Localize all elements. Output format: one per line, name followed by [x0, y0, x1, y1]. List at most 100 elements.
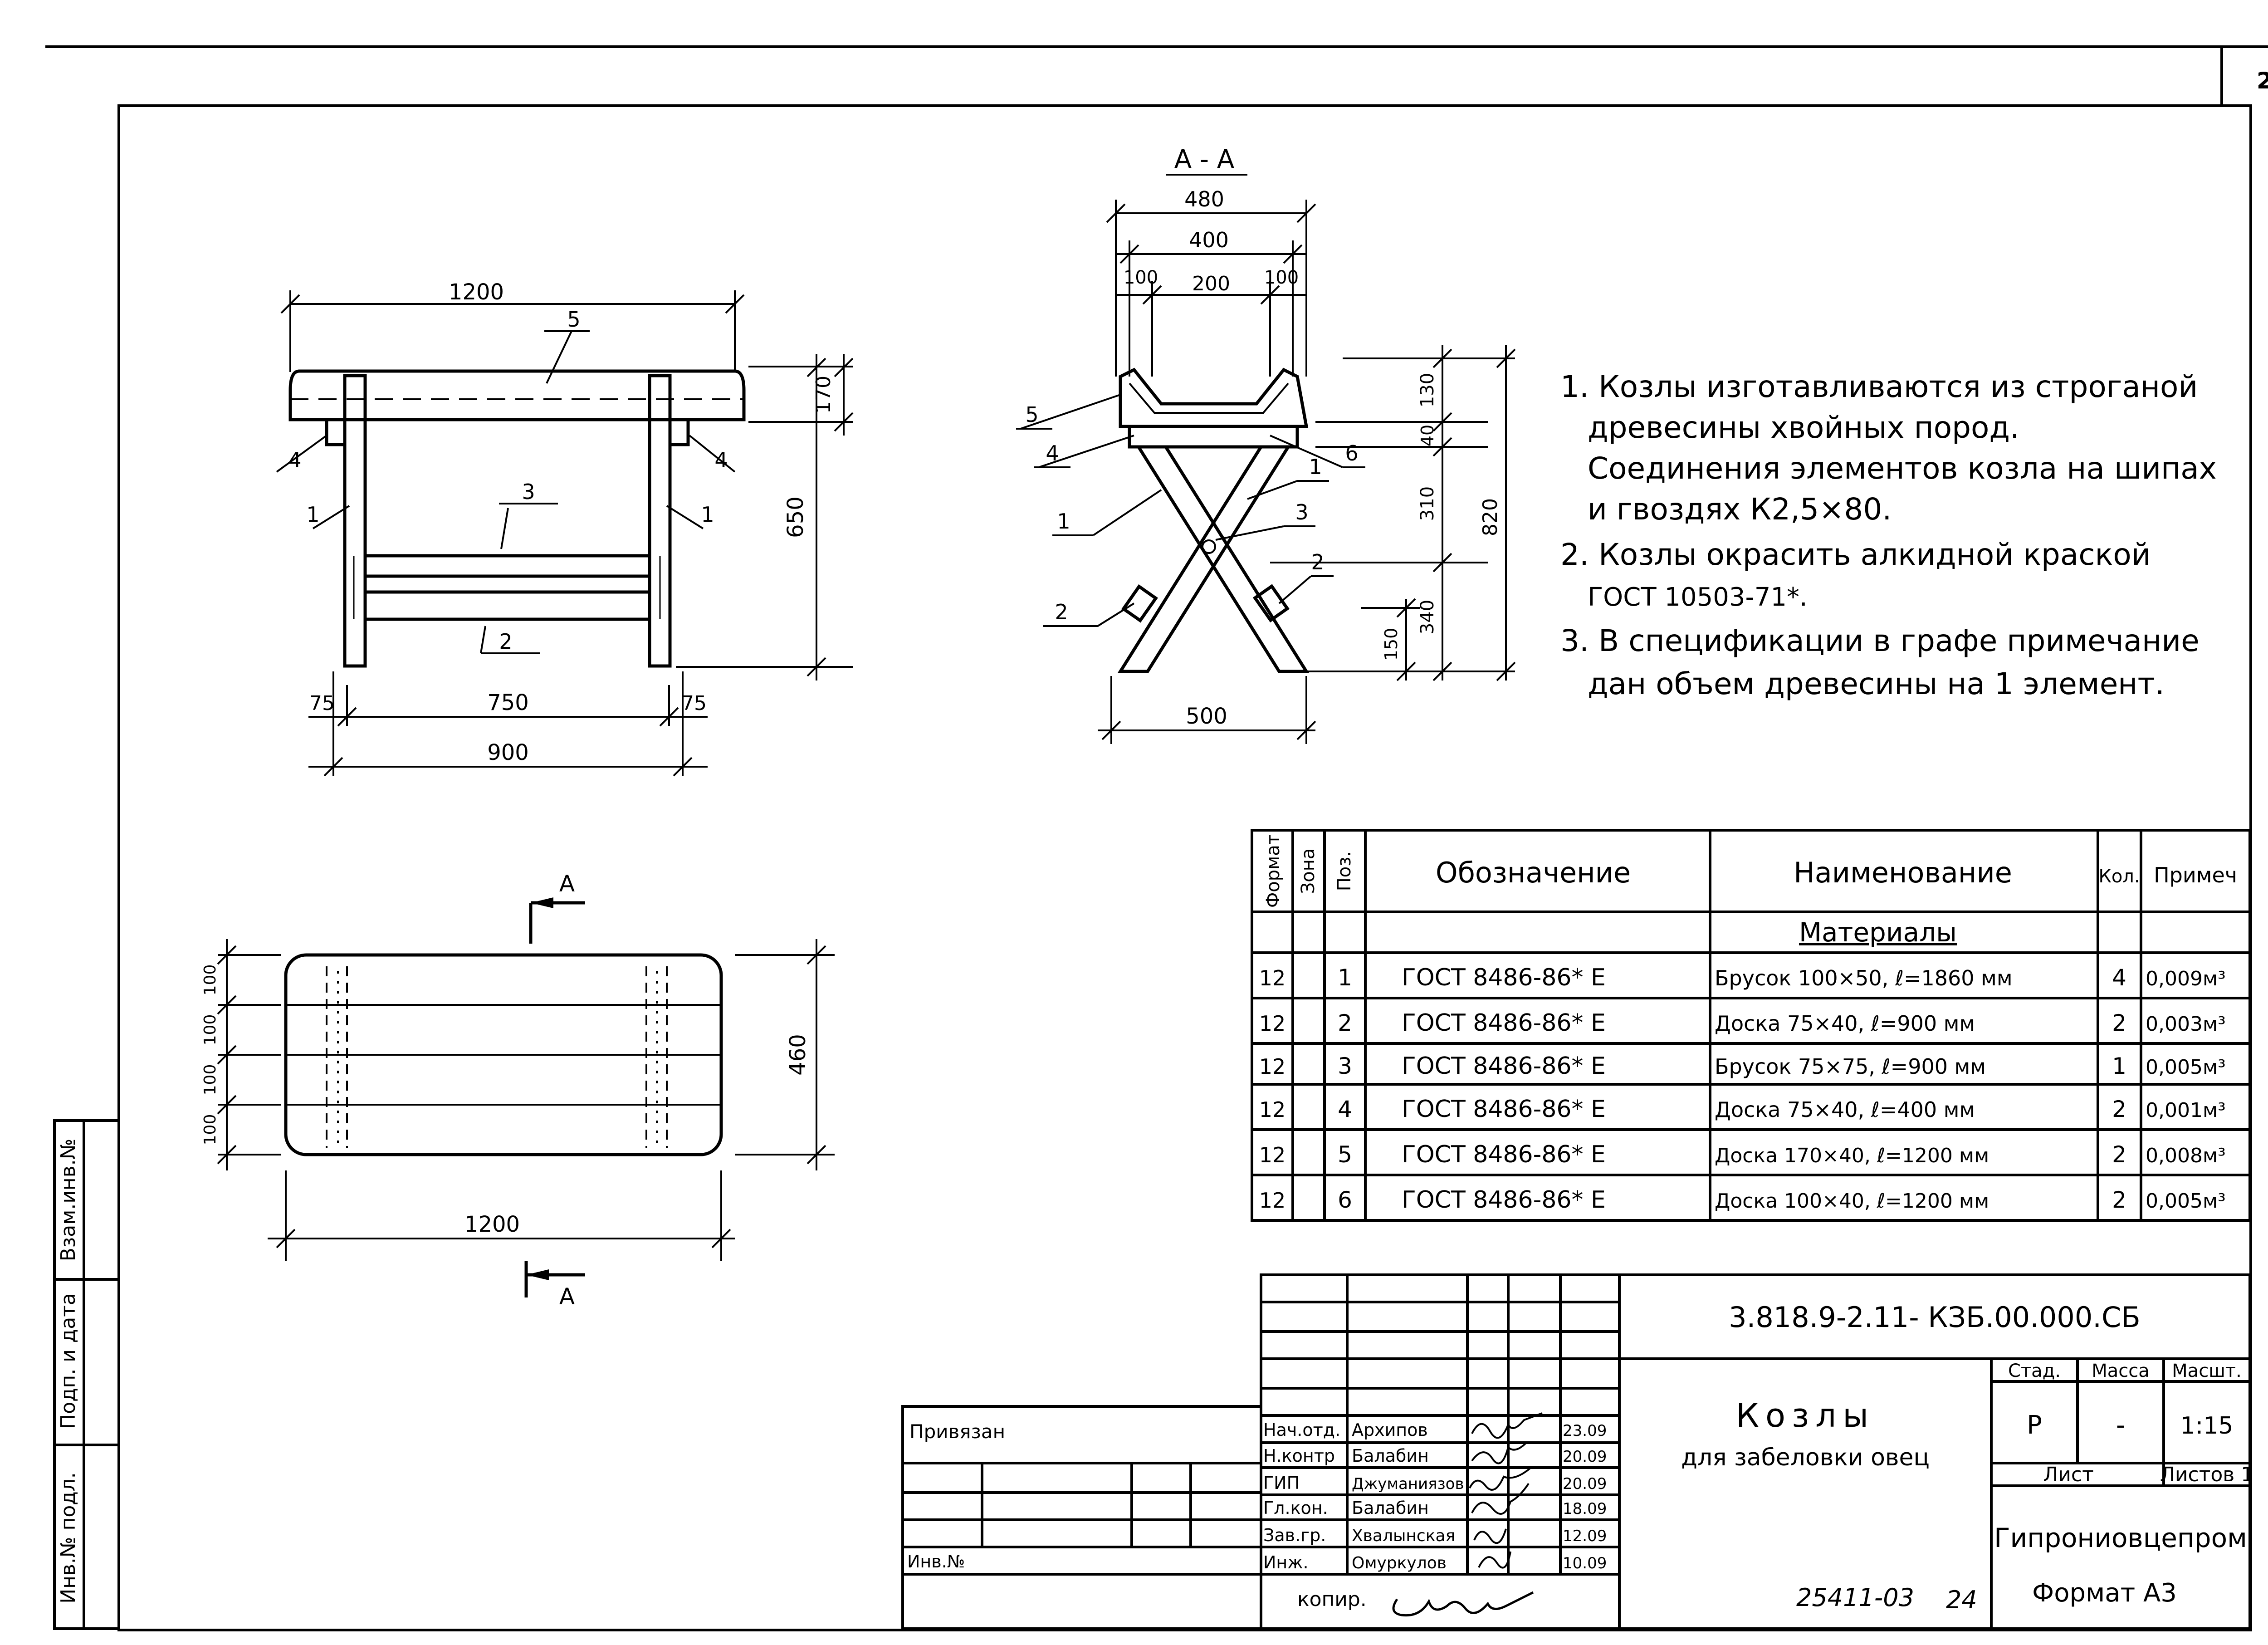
row-qty: 2	[2112, 1187, 2126, 1213]
spec-header-name: Наименование	[1794, 856, 2012, 889]
stage-value: Р	[2027, 1410, 2042, 1440]
note-line-6: ГОСТ 10503-71*.	[1588, 583, 1808, 612]
plan-board-width-1: 100	[201, 964, 220, 996]
side-stamp: Инв.№ подл. Подп. и дата Взам.инв.№	[53, 1119, 120, 1630]
table-row: 12 4 ГОСТ 8486-86* Е Доска 75×40, ℓ=400 …	[1259, 1096, 2226, 1123]
note-line-4: и гвоздях К2,5×80.	[1588, 492, 1892, 527]
section-pos-2-left: 2	[1055, 600, 1068, 624]
signature-name: Архипов	[1352, 1420, 1428, 1440]
mass-value: -	[2116, 1410, 2125, 1440]
section-pos-6: 6	[1345, 441, 1358, 465]
side-sign-label: Подп. и дата	[57, 1293, 80, 1429]
title-block: 3.818.9-2.11- КЗБ.00.000.СБ Козлы для за…	[1260, 1273, 2253, 1630]
signature-name: Хвалынская	[1352, 1527, 1455, 1545]
scale-value: 1:15	[2180, 1412, 2234, 1439]
signature-name: Омуркулов	[1352, 1554, 1447, 1572]
footer-page: 24	[1946, 1586, 1977, 1614]
spec-header-note: Примеч	[2154, 863, 2237, 887]
table-row: 12 2 ГОСТ 8486-86* Е Доска 75×40, ℓ=900 …	[1259, 1009, 2226, 1037]
row-name: Доска 170×40, ℓ=1200 мм	[1715, 1144, 1989, 1167]
row-note: 0,008м³	[2146, 1144, 2226, 1167]
row-name: Доска 100×40, ℓ=1200 мм	[1715, 1190, 1989, 1213]
section-h-310: 310	[1417, 486, 1438, 521]
scale-label: Масшт.	[2172, 1361, 2242, 1381]
title-line-1: Козлы	[1736, 1396, 1875, 1434]
row-pos: 1	[1338, 964, 1352, 991]
notes: 1. Козлы изготавливаются из строганой др…	[1560, 369, 2217, 701]
row-note: 0,009м³	[2146, 967, 2226, 990]
section-title: А - А	[1174, 145, 1234, 174]
signature-role: Зав.гр.	[1263, 1525, 1326, 1545]
section-pos-5: 5	[1025, 402, 1038, 427]
signature-date: 20.09	[1563, 1475, 1607, 1493]
front-top-part-dim: 170	[812, 376, 835, 414]
row-note: 0,003м³	[2146, 1013, 2226, 1036]
front-pos-5: 5	[567, 307, 580, 332]
note-line-2: древесины хвойных пород.	[1588, 410, 2019, 445]
section-pos-1-left: 1	[1057, 509, 1070, 534]
row-name: Доска 75×40, ℓ=900 мм	[1715, 1011, 1975, 1036]
copier-signature	[1392, 1591, 1534, 1617]
plan-cut-mark-top: А	[559, 871, 575, 897]
front-base-dim: 900	[487, 740, 529, 765]
row-designation: ГОСТ 8486-86* Е	[1402, 1096, 1606, 1123]
handwritten-signatures	[1469, 1412, 1543, 1569]
section-h-40: 40	[1418, 425, 1437, 446]
organization-name: Гипрониовцепром	[1994, 1523, 2247, 1553]
signature-date: 10.09	[1563, 1554, 1607, 1572]
row-format: 12	[1259, 1143, 1286, 1167]
side-inv-label: Инв.№ подл.	[57, 1472, 80, 1604]
row-pos: 5	[1338, 1141, 1352, 1168]
section-h-130: 130	[1417, 373, 1438, 407]
spec-header-qty: Кол.	[2098, 866, 2140, 887]
section-pos-3: 3	[1295, 500, 1308, 524]
row-qty: 2	[2112, 1096, 2126, 1122]
row-format: 12	[1259, 1054, 1286, 1079]
row-pos: 6	[1338, 1187, 1352, 1213]
row-format: 12	[1259, 966, 1286, 990]
note-line-1: 1. Козлы изготавливаются из строганой	[1560, 369, 2198, 404]
row-qty: 2	[2112, 1010, 2126, 1036]
spec-header-designation: Обозначение	[1436, 856, 1631, 889]
row-note: 0,005м³	[2146, 1056, 2226, 1079]
inv-label: Инв.№	[907, 1552, 965, 1572]
signature-row: Гл.кон. Балабин 18.09	[1263, 1498, 1607, 1518]
section-w-100-left: 100	[1124, 267, 1158, 288]
sheets-label: Листов 1	[2160, 1463, 2253, 1486]
row-format: 12	[1259, 1188, 1286, 1213]
mass-label: Масса	[2092, 1361, 2150, 1381]
note-line-5: 2. Козлы окрасить алкидной краской	[1560, 537, 2151, 572]
row-designation: ГОСТ 8486-86* Е	[1402, 1053, 1606, 1080]
section-h-340: 340	[1417, 600, 1438, 634]
signature-row: Зав.гр. Хвалынская 12.09	[1263, 1525, 1607, 1545]
signature-row: ГИП Джуманиязов 20.09	[1263, 1473, 1607, 1493]
signature-role: Н.контр	[1263, 1446, 1335, 1466]
front-offset-right-dim: 75	[681, 692, 707, 715]
row-qty: 1	[2112, 1053, 2126, 1079]
front-pos-1-right: 1	[701, 502, 714, 527]
signature-name: Джуманиязов	[1352, 1475, 1464, 1493]
bound-label: Привязан	[909, 1420, 1005, 1443]
section-a-a: А - А 480 400 100 200 100 130 40 310 340…	[1016, 145, 1516, 744]
front-view: 1200 170 650 75 750 75 900 5 4 4 1 1 3 2	[276, 279, 854, 777]
note-line-3: Соединения элементов козла на шипах	[1588, 451, 2217, 486]
section-w-200: 200	[1192, 272, 1230, 295]
signature-role: Нач.отд.	[1263, 1420, 1340, 1440]
row-name: Брусок 75×75, ℓ=900 мм	[1715, 1054, 1986, 1079]
row-format: 12	[1259, 1097, 1286, 1122]
section-w-480: 480	[1184, 187, 1224, 211]
note-line-8: дан объем древесины на 1 элемент.	[1588, 666, 2165, 701]
table-row: 12 1 ГОСТ 8486-86* Е Брусок 100×50, ℓ=18…	[1259, 964, 2226, 991]
plan-width-dim: 460	[785, 1034, 811, 1076]
signature-date: 20.09	[1563, 1448, 1607, 1466]
row-designation: ГОСТ 8486-86* Е	[1402, 964, 1606, 991]
signature-row: Н.контр Балабин 20.09	[1263, 1446, 1607, 1466]
signature-name: Балабин	[1352, 1498, 1429, 1518]
row-pos: 3	[1338, 1053, 1352, 1079]
front-pos-4-left: 4	[288, 448, 301, 472]
table-row: 12 6 ГОСТ 8486-86* Е Доска 100×40, ℓ=120…	[1259, 1186, 2226, 1214]
title-line-2: для забеловки овец	[1681, 1444, 1930, 1471]
section-w-100-right: 100	[1264, 267, 1299, 288]
front-span-dim: 750	[487, 690, 529, 715]
plan-cut-mark-bottom: А	[559, 1283, 575, 1310]
